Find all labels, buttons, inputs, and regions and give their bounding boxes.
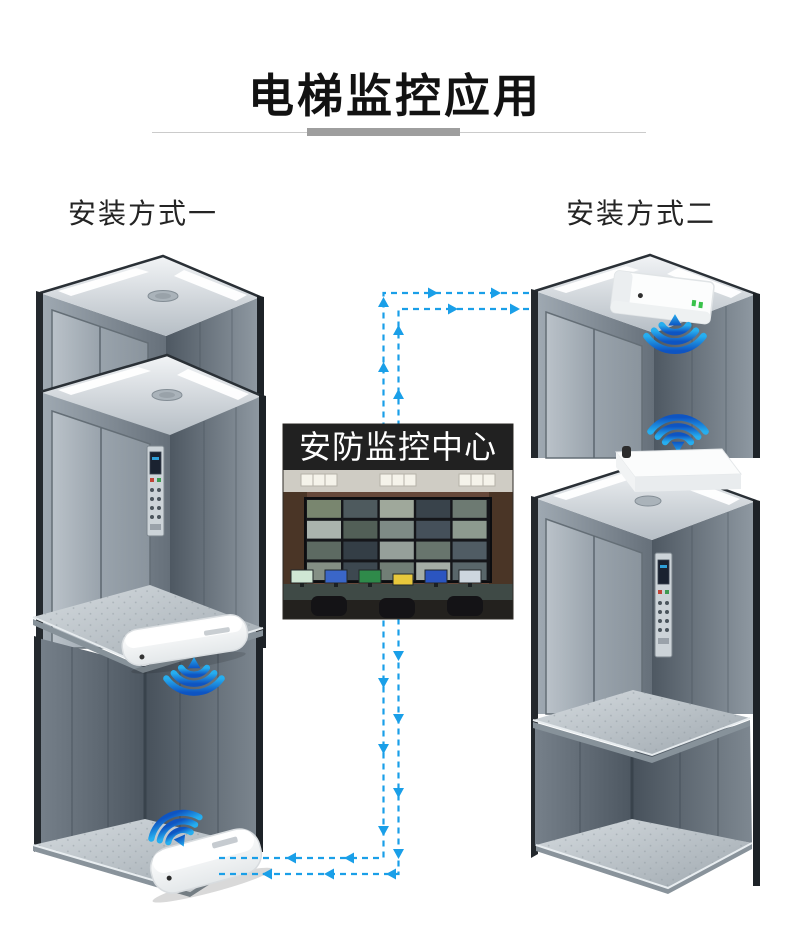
- ap-device-roof-mounted: [615, 446, 742, 492]
- elevator-shaft-lower-right: [535, 722, 753, 894]
- elevator-control-panel: [654, 552, 673, 658]
- ceiling-fan: [634, 495, 662, 507]
- ap-device-on-floor: [149, 828, 273, 903]
- elevator-control-panel: [146, 445, 165, 537]
- monitoring-center-caption: 安防监控中心: [283, 424, 513, 470]
- method-1-label: 安装方式一: [68, 198, 219, 229]
- elevator-shaft-lower-left: [32, 628, 263, 897]
- floor-plate-bottom-right: [535, 819, 753, 894]
- page-title: 电梯监控应用: [248, 70, 542, 122]
- elevator-car-lower-left: [36, 353, 266, 649]
- ceiling-light: [553, 473, 637, 500]
- video-wall: [304, 497, 492, 583]
- floor-plate-mid-right: [532, 690, 751, 763]
- office-chairs: [311, 596, 483, 618]
- ap-device-under-floor: [121, 614, 249, 674]
- ceiling-light: [58, 367, 151, 395]
- ceiling-light: [177, 369, 249, 400]
- ceiling-light: [58, 268, 149, 296]
- ap-device-ceiling-mounted: [609, 270, 715, 325]
- ceiling-light-grid: [300, 473, 496, 487]
- title-divider-bar: [307, 128, 460, 136]
- method-2-label: 安装方式二: [566, 198, 717, 229]
- ceiling-light: [174, 270, 247, 301]
